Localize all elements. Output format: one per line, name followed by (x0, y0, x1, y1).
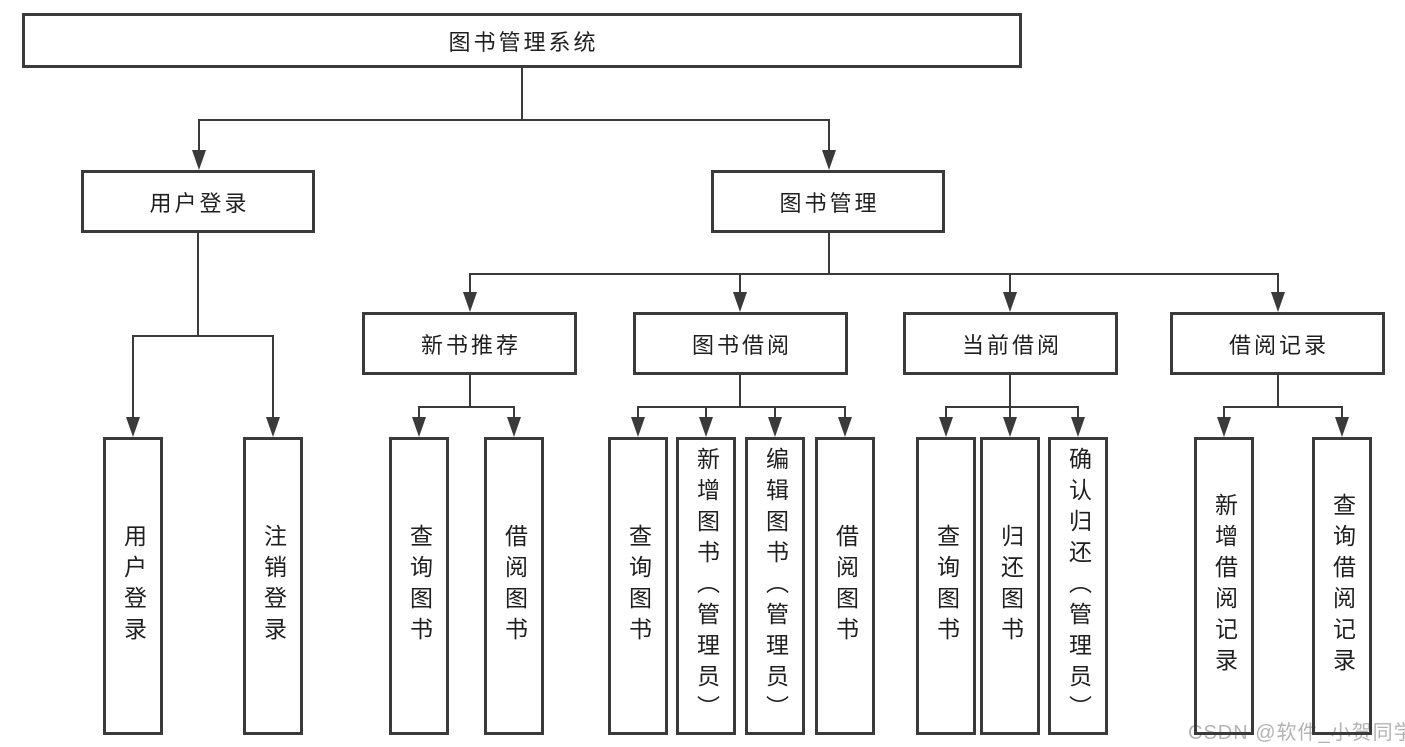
connector-drop-line (198, 119, 200, 152)
arrow-down-icon (838, 417, 852, 437)
node-borrowing-records: 借阅记录 (1170, 312, 1385, 375)
leaf-query-books-current-label: 查询图书 (933, 524, 960, 648)
node-new-book-recommendation-label: 新书推荐 (420, 332, 521, 358)
arrow-down-icon (126, 417, 140, 437)
node-user-login-label: 用户登录 (149, 190, 250, 216)
arrow-down-icon (412, 417, 426, 437)
node-new-book-recommendation: 新书推荐 (362, 312, 577, 375)
node-current-borrowing: 当前借阅 (903, 312, 1118, 375)
node-current-borrowing-label: 当前借阅 (961, 332, 1062, 358)
csdn-watermark: CSDN @软件_小贺同学 (1188, 722, 1405, 744)
leaf-logout-login-label: 注销登录 (260, 524, 287, 648)
node-book-borrowing: 图书借阅 (633, 312, 848, 375)
arrow-down-icon (192, 150, 206, 170)
connector-drop-line (1341, 406, 1343, 419)
node-book-management-label: 图书管理 (779, 190, 880, 216)
connector-drop-line (132, 335, 134, 419)
arrow-down-icon (1335, 417, 1349, 437)
leaf-confirm-return-admin: 确认归还（管理员） (1048, 437, 1108, 735)
node-book-borrowing-label: 图书借阅 (691, 332, 792, 358)
connector-drop-line (1223, 406, 1225, 419)
arrow-down-icon (507, 417, 521, 437)
leaf-user-login: 用户登录 (103, 437, 163, 735)
connector-drop-line (1277, 273, 1279, 294)
leaf-edit-books-admin-label: 编辑图书（管理员） (762, 446, 789, 726)
connector-rail-line (469, 273, 1279, 275)
connector-drop-line (418, 406, 420, 419)
leaf-add-books-admin-label: 新增图书（管理员） (693, 446, 720, 726)
connector-drop-line (774, 406, 776, 419)
arrow-down-icon (1003, 417, 1017, 437)
connector-rail-line (945, 406, 1079, 408)
arrow-down-icon (768, 417, 782, 437)
node-borrowing-records-label: 借阅记录 (1228, 332, 1329, 358)
connector-drop-line (705, 406, 707, 419)
connector-rail-line (637, 406, 846, 408)
connector-drop-line (844, 406, 846, 419)
connector-stub-line (828, 231, 830, 275)
arrow-down-icon (1003, 292, 1017, 312)
arrow-down-icon (1271, 292, 1285, 312)
leaf-add-books-admin: 新增图书（管理员） (676, 437, 736, 735)
connector-drop-line (513, 406, 515, 419)
leaf-return-books: 归还图书 (980, 437, 1040, 735)
leaf-borrow-books-borrowing-label: 借阅图书 (832, 524, 859, 648)
leaf-borrow-books-borrowing: 借阅图书 (815, 437, 875, 735)
connector-drop-line (637, 406, 639, 419)
arrow-down-icon (699, 417, 713, 437)
arrow-down-icon (1217, 417, 1231, 437)
leaf-query-books-recommend-label: 查询图书 (406, 524, 433, 648)
leaf-query-books-borrowing: 查询图书 (608, 437, 668, 735)
node-book-management: 图书管理 (711, 170, 945, 233)
arrow-down-icon (939, 417, 953, 437)
connector-drop-line (1009, 406, 1011, 419)
leaf-query-books-borrowing-label: 查询图书 (625, 524, 652, 648)
arrow-down-icon (266, 417, 280, 437)
node-book-management-system-label: 图书管理系统 (448, 29, 599, 55)
connector-stub-line (739, 373, 741, 408)
connector-drop-line (1009, 273, 1011, 294)
connector-rail-line (1223, 406, 1343, 408)
connector-drop-line (272, 335, 274, 419)
leaf-query-books-recommend: 查询图书 (389, 437, 449, 735)
connector-drop-line (828, 119, 830, 152)
leaf-query-books-current: 查询图书 (916, 437, 976, 735)
leaf-user-login-label: 用户登录 (120, 524, 147, 648)
connector-drop-line (945, 406, 947, 419)
leaf-borrow-books-recommend-label: 借阅图书 (501, 524, 528, 648)
connector-drop-line (469, 273, 471, 294)
arrow-down-icon (463, 292, 477, 312)
connector-stub-line (197, 231, 199, 337)
leaf-logout-login: 注销登录 (243, 437, 303, 735)
node-user-login: 用户登录 (81, 170, 315, 233)
arrow-down-icon (631, 417, 645, 437)
connector-drop-line (1077, 406, 1079, 419)
leaf-query-borrow-record-label: 查询借阅记录 (1329, 493, 1356, 679)
leaf-add-borrow-record: 新增借阅记录 (1194, 437, 1254, 735)
connector-drop-line (739, 273, 741, 294)
node-book-management-system: 图书管理系统 (22, 13, 1022, 68)
connector-rail-line (198, 119, 830, 121)
arrow-down-icon (822, 150, 836, 170)
connector-stub-line (1277, 373, 1279, 408)
arrow-down-icon (1071, 417, 1085, 437)
leaf-query-borrow-record: 查询借阅记录 (1312, 437, 1372, 735)
connector-stub-line (521, 66, 523, 121)
connector-rail-line (132, 335, 274, 337)
connector-stub-line (1009, 373, 1011, 408)
leaf-add-borrow-record-label: 新增借阅记录 (1211, 493, 1238, 679)
leaf-confirm-return-admin-label: 确认归还（管理员） (1065, 446, 1092, 726)
leaf-edit-books-admin: 编辑图书（管理员） (745, 437, 805, 735)
connector-stub-line (469, 373, 471, 408)
arrow-down-icon (733, 292, 747, 312)
connector-rail-line (418, 406, 515, 408)
leaf-return-books-label: 归还图书 (997, 524, 1024, 648)
leaf-borrow-books-recommend: 借阅图书 (484, 437, 544, 735)
